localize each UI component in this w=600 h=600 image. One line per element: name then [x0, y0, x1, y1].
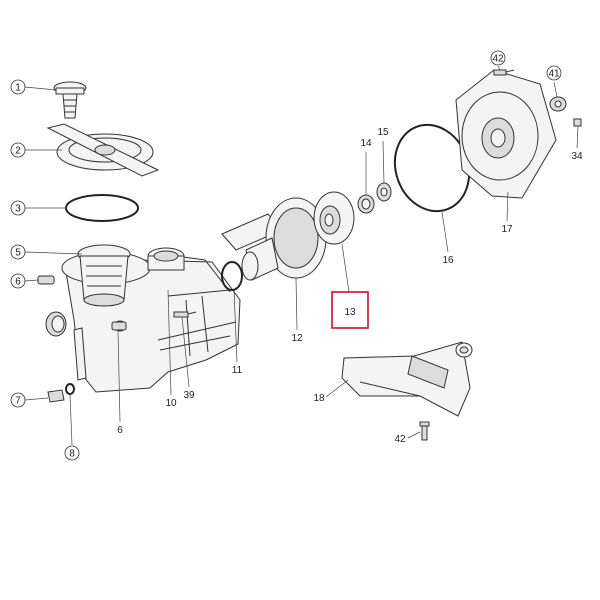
part-13-impeller: [313, 191, 355, 245]
part-6-bolt-left: [37, 275, 55, 285]
pump-body: [45, 247, 241, 393]
part-42-bolt-bottom: [419, 421, 430, 441]
part-6-bolt-lower: [111, 321, 127, 331]
callout-3: 3: [10, 200, 26, 216]
part-41-washer: [549, 96, 567, 112]
part-15-seal-seat: [376, 182, 392, 202]
part-12-diffuser: [221, 197, 327, 281]
callout-5: 5: [10, 244, 26, 260]
svg-text:1: 1: [15, 83, 21, 94]
svg-text:34: 34: [571, 151, 583, 162]
leader-lines: [24, 65, 579, 446]
callout-8: 8: [64, 445, 80, 461]
callout-7: 7: [10, 392, 26, 408]
callout-15: 15: [377, 127, 389, 138]
part-14-seal: [357, 194, 375, 214]
callout-16: 16: [442, 255, 454, 266]
callout-11: 11: [232, 365, 243, 376]
svg-text:3: 3: [15, 204, 21, 215]
callout-1: 1: [10, 79, 26, 95]
callout-18: 18: [313, 393, 325, 404]
callout-10: 10: [165, 398, 177, 409]
part-17-seal-plate: [455, 69, 557, 199]
callout-13-highlighted: 13: [331, 291, 369, 329]
svg-text:17: 17: [501, 224, 513, 235]
callout-41: 41: [546, 65, 562, 81]
callout-12: 12: [291, 333, 303, 344]
svg-text:13: 13: [344, 307, 356, 318]
part-18-base-support: [341, 341, 473, 417]
part-7-drain-plug: [47, 389, 65, 403]
callout-17: 17: [501, 224, 513, 235]
svg-text:10: 10: [165, 398, 177, 409]
svg-text:6: 6: [15, 277, 21, 288]
part-5-basket: [77, 244, 131, 307]
part-39-screw: [173, 311, 197, 318]
part-8-drain-o-ring: [65, 383, 75, 395]
svg-text:5: 5: [15, 248, 21, 259]
callout-14: 14: [360, 138, 372, 149]
part-11-o-ring: [221, 261, 243, 291]
part-34-nut: [573, 118, 582, 127]
part-1-lid-knob: [53, 81, 87, 119]
part-42-bolt-top: [493, 69, 515, 76]
callout-42-bottom: 42: [394, 434, 406, 445]
callout-42-top: 42: [490, 50, 506, 66]
svg-text:2: 2: [15, 146, 21, 157]
callout-6-left: 6: [10, 273, 26, 289]
svg-text:18: 18: [313, 393, 325, 404]
svg-text:7: 7: [15, 396, 21, 407]
svg-text:14: 14: [360, 138, 372, 149]
svg-text:41: 41: [548, 69, 560, 80]
svg-text:8: 8: [69, 449, 75, 460]
callout-34: 34: [571, 151, 583, 162]
callout-39: 39: [183, 390, 195, 401]
svg-text:42: 42: [394, 434, 406, 445]
svg-text:12: 12: [291, 333, 303, 344]
svg-text:6: 6: [117, 425, 123, 436]
part-3-o-ring: [65, 194, 139, 222]
svg-text:15: 15: [377, 127, 389, 138]
svg-text:16: 16: [442, 255, 454, 266]
svg-text:39: 39: [183, 390, 195, 401]
callout-6-lower: 6: [117, 425, 123, 436]
svg-text:11: 11: [232, 365, 243, 376]
part-2-lid: [46, 123, 160, 177]
callout-2: 2: [10, 142, 26, 158]
svg-text:42: 42: [492, 54, 504, 65]
